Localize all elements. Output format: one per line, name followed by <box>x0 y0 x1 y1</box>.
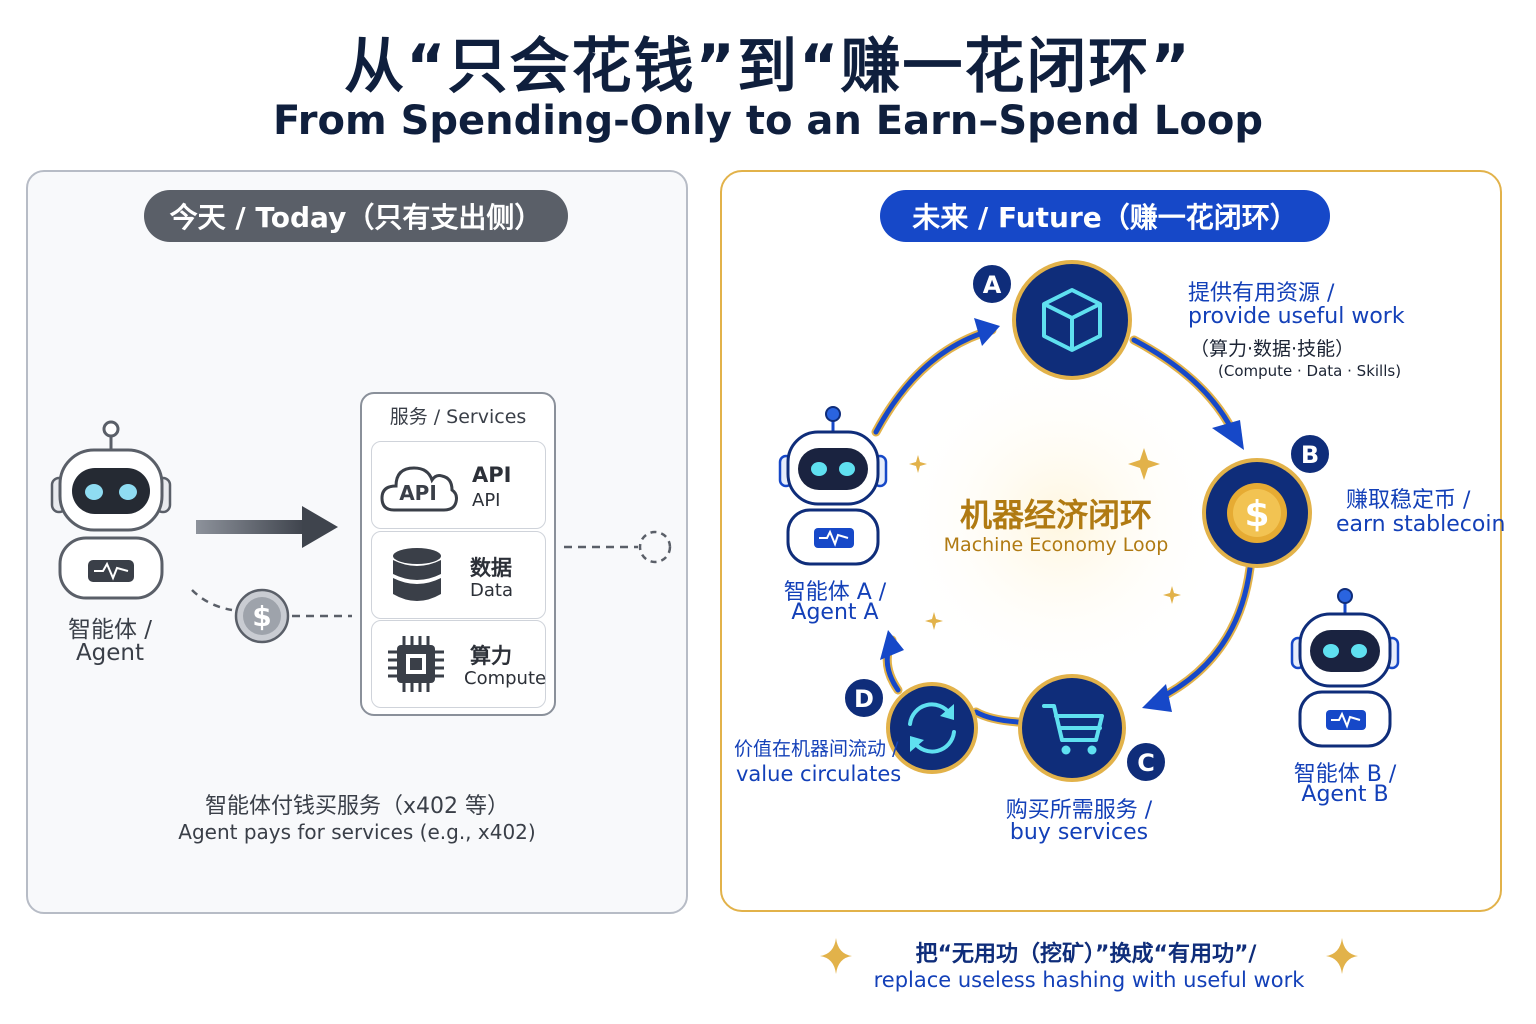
node-b-en: earn stablecoin <box>1336 512 1506 537</box>
chip-icon <box>388 636 444 692</box>
badge-b: B <box>1289 433 1331 475</box>
node-a-sub-en: (Compute · Data · Skills) <box>1218 362 1402 380</box>
badge-a: A <box>971 263 1013 305</box>
database-icon <box>393 548 441 601</box>
node-c-cn: 购买所需服务 / <box>1005 798 1153 823</box>
shopping-cart-icon <box>1042 704 1104 742</box>
robot-agent-b-icon <box>1290 588 1400 748</box>
svg-text:C: C <box>1137 749 1155 777</box>
today-caption-cn: 智能体付钱买服务（x402 等） <box>204 794 509 819</box>
node-b-cn: 赚取稳定币 / <box>1346 488 1471 513</box>
node-b: $ <box>1202 458 1312 568</box>
payment-flow <box>191 589 352 618</box>
sparkle-icon <box>820 938 852 974</box>
svg-text:A: A <box>983 271 1002 299</box>
footer-cn: 把“无用功（挖矿）”换成“有用功”/ <box>915 942 1257 967</box>
badge-d: D <box>843 677 885 719</box>
agent-a-cn: 智能体 A / <box>783 580 887 605</box>
service-api-cn: API <box>472 463 512 487</box>
svg-text:$: $ <box>1244 494 1269 535</box>
service-api <box>371 441 546 529</box>
refresh-cycle-icon <box>908 702 956 754</box>
node-a-en: provide useful work <box>1188 304 1405 329</box>
sparkle-icon <box>1326 938 1358 974</box>
services-title: 服务 / Services <box>389 406 527 428</box>
loop-center-cn: 机器经济闭环 <box>959 496 1152 534</box>
node-a <box>1012 260 1132 380</box>
node-d-en: value circulates <box>736 762 902 786</box>
arrow-right-icon <box>196 506 338 548</box>
badge-c: C <box>1125 741 1167 783</box>
service-data-en: Data <box>470 580 513 601</box>
dashed-connector <box>564 530 672 564</box>
service-api-en: API <box>472 490 501 511</box>
loop-arrows <box>871 318 1255 727</box>
page-title: 从“只会花钱”到“赚一花闭环” <box>344 32 1192 102</box>
node-c-en: buy services <box>1009 820 1149 845</box>
page-subtitle: From Spending-Only to an Earn–Spend Loop <box>273 98 1263 144</box>
cube-icon <box>1042 288 1102 352</box>
robot-agent-icon <box>50 420 172 600</box>
cloud-api-text: API <box>399 481 437 505</box>
service-compute-en: Compute <box>464 668 547 689</box>
dollar-coin-icon: $ <box>234 588 290 644</box>
dollar-coin-icon: $ <box>1227 483 1287 543</box>
node-a-sub-cn: （算力·数据·技能） <box>1190 338 1355 360</box>
node-c <box>1018 674 1126 782</box>
svg-text:D: D <box>854 685 874 713</box>
today-caption-en: Agent pays for services (e.g., x402) <box>178 820 536 844</box>
svg-text:$: $ <box>252 600 271 633</box>
cloud-api-icon: API <box>380 466 458 512</box>
loop-center-en: Machine Economy Loop <box>943 534 1169 556</box>
agent-b-cn: 智能体 B / <box>1293 762 1397 787</box>
node-d-cn: 价值在机器间流动 / <box>734 738 899 760</box>
service-data-cn: 数据 <box>470 556 512 580</box>
future-pill: 未来 / Future（赚一花闭环） <box>880 190 1330 242</box>
agent-label-en: Agent <box>75 640 145 666</box>
robot-agent-a-icon <box>778 406 888 566</box>
agent-a-en: Agent A <box>791 600 879 625</box>
node-d <box>886 682 978 774</box>
footer-en: replace useless hashing with useful work <box>873 968 1305 992</box>
today-pill: 今天 / Today（只有支出侧） <box>144 190 568 242</box>
service-compute-cn: 算力 <box>470 644 512 668</box>
node-a-cn: 提供有用资源 / <box>1188 281 1335 306</box>
agent-b-en: Agent B <box>1301 782 1389 807</box>
svg-text:B: B <box>1301 441 1319 469</box>
agent-label-cn: 智能体 / <box>67 617 153 643</box>
